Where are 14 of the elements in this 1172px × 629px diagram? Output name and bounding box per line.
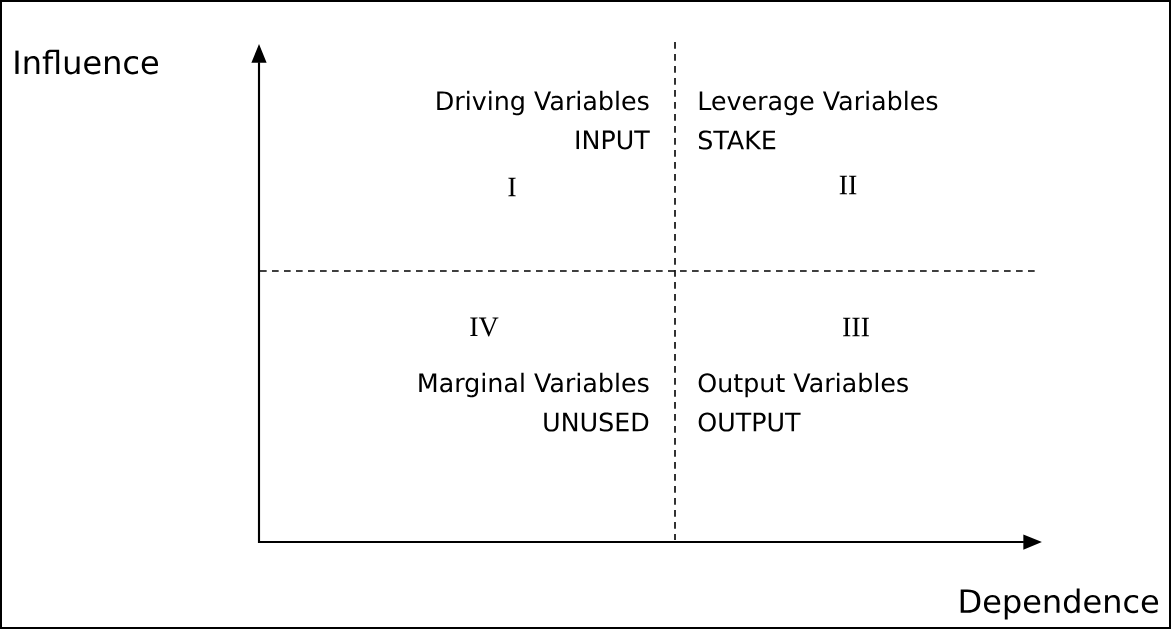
- quadrant-title: Marginal Variables: [419, 372, 649, 398]
- quadrant-title: Output Variables: [698, 372, 908, 398]
- quadrant-numeral: I: [508, 177, 516, 197]
- quadrant-subtitle: UNUSED: [544, 412, 649, 432]
- axis-title: Dependence: [960, 588, 1159, 620]
- quadrant-subtitle: OUTPUT: [698, 412, 801, 432]
- quadrant-numeral: IV: [470, 317, 499, 337]
- axis-title: Influence: [15, 49, 158, 75]
- quadrant-numeral: II: [839, 175, 857, 195]
- quadrant-title: Leverage Variables: [699, 90, 938, 116]
- quadrant-subtitle: STAKE: [698, 130, 776, 150]
- quadrant-title: Driving Variables: [437, 90, 649, 116]
- quadrant-numeral: III: [843, 317, 869, 337]
- quadrant-subtitle: INPUT: [576, 130, 650, 150]
